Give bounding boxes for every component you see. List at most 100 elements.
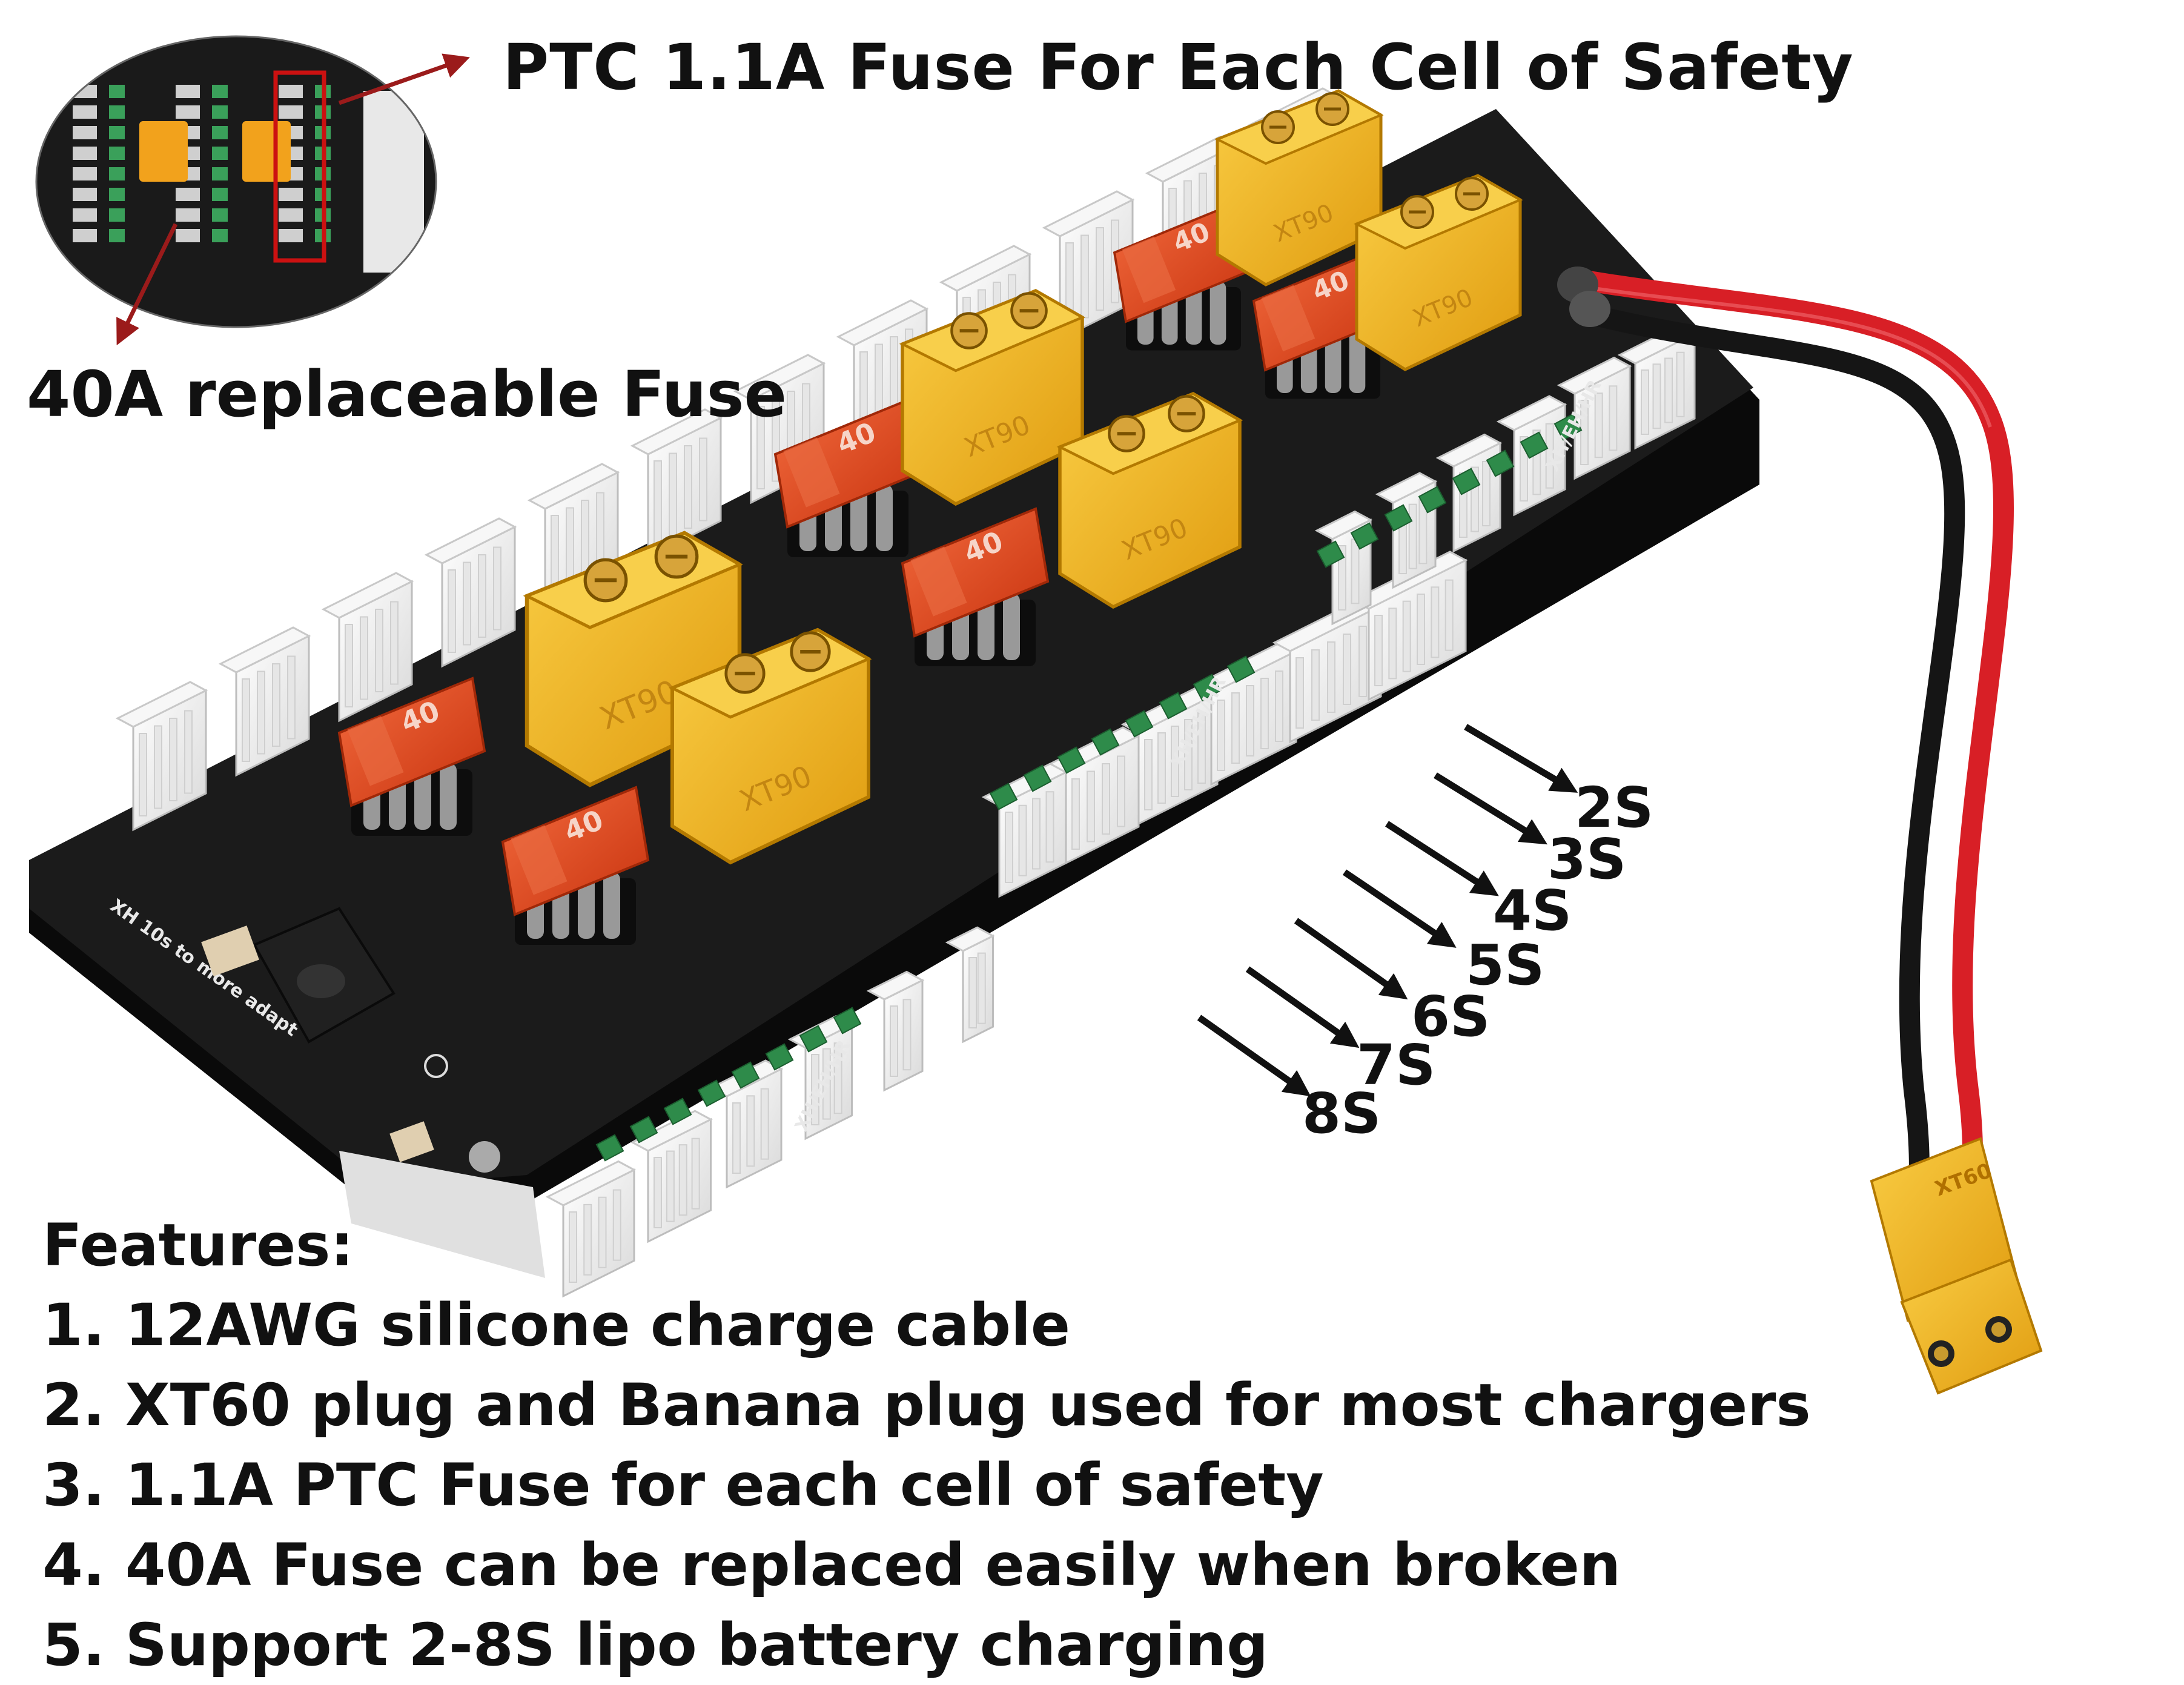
- ptc-fuse: [663, 1097, 692, 1125]
- inset-pin: [73, 208, 97, 222]
- blade-fuse: 40: [773, 398, 922, 557]
- xt90-connector: XT90: [899, 288, 1085, 506]
- cell-label-8s: 8S: [1302, 1081, 1382, 1146]
- dc-input-jack: [201, 907, 500, 1173]
- inset-ptc: [212, 126, 228, 139]
- inset-pin: [176, 188, 200, 201]
- ptc-fuse: [595, 1134, 624, 1162]
- inset-ptc: [109, 229, 125, 242]
- cell-arrow: [1245, 966, 1360, 1048]
- cell-label-7s: 7S: [1357, 1033, 1436, 1097]
- ptc-arrow: [338, 53, 470, 105]
- inset-pin: [279, 208, 303, 222]
- inset-pin: [279, 229, 303, 242]
- inset-pin: [176, 208, 200, 222]
- mid-connector: [1120, 684, 1220, 826]
- inset-ptc: [109, 147, 125, 160]
- blade-fuse: 40: [501, 786, 650, 945]
- ptc-fuse: [629, 1116, 658, 1144]
- upper-connector: [424, 517, 517, 668]
- inset-pin: [176, 105, 200, 119]
- cell-arrow: [1197, 1015, 1311, 1097]
- inset-pin: [176, 229, 200, 242]
- blade-fuse: 40: [901, 507, 1050, 666]
- right-connector: [1617, 324, 1697, 450]
- fuse-arrow: [116, 223, 178, 346]
- xt90-connector: XT90: [1354, 174, 1523, 371]
- ptc-fuse: [1384, 504, 1413, 532]
- ptc-fuse: [989, 783, 1018, 810]
- ptc-fuse-callout: PTC 1.1A Fuse For Each Cell of Safety: [503, 30, 1854, 104]
- inset-pin: [279, 85, 303, 98]
- ptc-fuse-strip: [595, 413, 1583, 1162]
- cell-arrow: [1464, 724, 1578, 793]
- upper-connector: [321, 572, 414, 723]
- replaceable-fuse-callout: 40A replaceable Fuse: [27, 357, 787, 431]
- inset-pin: [73, 167, 97, 180]
- upper-connector: [218, 626, 311, 777]
- xt60-plug: XT60: [1870, 1137, 2043, 1395]
- inset-ptc: [109, 167, 125, 180]
- inset-ptc: [109, 208, 125, 222]
- upper-connector: [1042, 190, 1135, 341]
- cell-label-2s: 2S: [1575, 775, 1654, 840]
- inset-pin: [279, 105, 303, 119]
- inset-ptc: [212, 167, 228, 180]
- upper-connector: [115, 681, 208, 832]
- cell-label-3s: 3S: [1547, 827, 1627, 892]
- lower-connector: [545, 1160, 637, 1298]
- inset-pin: [73, 105, 97, 119]
- inset-xt: [242, 121, 291, 182]
- inset-ptc: [212, 105, 228, 119]
- inset-ptc: [109, 126, 125, 139]
- inset-ptc: [109, 85, 125, 98]
- cell-count-arrows: [1197, 724, 1578, 1097]
- ptc-fuse: [1520, 431, 1549, 459]
- cell-arrow: [1294, 918, 1408, 1000]
- inset-pin: [279, 188, 303, 201]
- features-title: Features:: [42, 1211, 354, 1279]
- inset-ptc: [109, 105, 125, 119]
- ptc-fuse: [1452, 468, 1481, 495]
- inset-xt: [139, 121, 188, 182]
- upper-connector: [630, 408, 723, 559]
- inset-ptc: [212, 85, 228, 98]
- right-connector: [1435, 433, 1503, 553]
- ptc-fuse: [1226, 655, 1256, 683]
- feature-item: 3. 1.1A PTC Fuse for each cell of safety: [42, 1451, 1324, 1519]
- inset-ptc: [109, 188, 125, 201]
- ptc-fuse: [731, 1061, 760, 1089]
- right-connector: [1496, 395, 1567, 517]
- ptc-fuse: [799, 1025, 828, 1053]
- right-connector: [1557, 356, 1632, 480]
- inset-connectors: [363, 91, 424, 273]
- lower-connector: [945, 926, 995, 1044]
- ptc-fuse: [1091, 728, 1120, 756]
- inset-pin: [73, 126, 97, 139]
- ptc-fuse: [1486, 449, 1515, 477]
- inset-pin: [73, 147, 97, 160]
- ptc-fuse: [1316, 540, 1345, 568]
- ptc-fuse: [1057, 746, 1086, 774]
- middle-connector-row: [981, 551, 1468, 898]
- inset-pin: [73, 188, 97, 201]
- inset-ptc: [212, 188, 228, 201]
- cell-label-5s: 5S: [1466, 933, 1545, 998]
- feature-item: 5. Support 2-8S lipo battery charging: [42, 1611, 1268, 1679]
- inset-pin: [73, 229, 97, 242]
- cell-arrow: [1342, 869, 1457, 948]
- feature-item: 2. XT60 plug and Banana plug used for mo…: [42, 1371, 1811, 1439]
- blade-fuse: 40: [337, 677, 486, 836]
- xt90-connector: XT90: [1214, 89, 1384, 286]
- inset-ptc: [212, 208, 228, 222]
- cell-label-4s: 4S: [1493, 878, 1572, 943]
- features-list: Features: 1. 12AWG silicone charge cable…: [42, 1205, 1811, 1685]
- lower-connector: [866, 970, 925, 1092]
- lower-connector: [630, 1110, 713, 1243]
- ptc-highlight-box: [273, 70, 326, 263]
- ptc-fuse: [833, 1007, 862, 1035]
- ptc-fuse: [1023, 764, 1052, 792]
- cell-label-6s: 6S: [1411, 984, 1491, 1049]
